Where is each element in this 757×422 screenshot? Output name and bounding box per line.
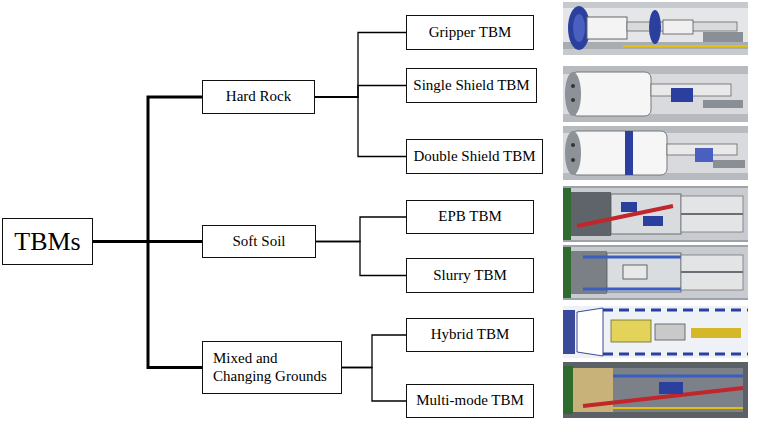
root-box: TBMs <box>2 218 93 265</box>
node-label: Single Shield TBM <box>413 77 529 94</box>
category-box: EPB TBM <box>406 200 534 234</box>
tree-connector <box>316 217 406 242</box>
category-box: Slurry TBM <box>406 258 534 293</box>
tree-connector <box>342 335 406 368</box>
tree-connector <box>315 97 406 157</box>
multi-mode-tbm-illustration <box>563 362 748 418</box>
node-label: Mixed and Changing Grounds <box>213 350 329 385</box>
node-label: TBMs <box>14 227 80 257</box>
hybrid-tbm-illustration <box>563 306 748 358</box>
node-label: Gripper TBM <box>429 24 512 41</box>
node-label: EPB TBM <box>438 208 502 225</box>
tree-connector <box>315 86 406 98</box>
node-label: Hard Rock <box>226 88 291 105</box>
node-label: Soft Soil <box>233 233 286 250</box>
slurry-tbm-illustration <box>563 245 748 300</box>
single-shield-illustration <box>563 66 748 122</box>
category-box: Hybrid TBM <box>406 318 534 352</box>
gripper-tbm-illustration <box>563 2 748 55</box>
epb-tbm-illustration <box>563 186 748 242</box>
category-box: Hard Rock <box>202 80 315 114</box>
category-box: Multi-mode TBM <box>406 384 534 418</box>
tree-connector <box>315 33 406 98</box>
category-box: Gripper TBM <box>406 15 534 50</box>
node-label: Double Shield TBM <box>413 148 535 165</box>
tree-connector <box>93 242 202 368</box>
tree-connector <box>93 97 202 242</box>
double-shield-illustration <box>563 126 748 180</box>
node-label: Multi-mode TBM <box>416 392 524 409</box>
category-box: Soft Soil <box>202 225 316 258</box>
tree-connector <box>342 368 406 402</box>
node-label: Hybrid TBM <box>431 326 509 343</box>
category-box: Double Shield TBM <box>406 139 543 174</box>
tree-connector <box>316 242 406 276</box>
node-label: Slurry TBM <box>433 267 506 284</box>
category-box: Single Shield TBM <box>406 68 537 103</box>
category-box: Mixed and Changing Grounds <box>202 341 342 394</box>
